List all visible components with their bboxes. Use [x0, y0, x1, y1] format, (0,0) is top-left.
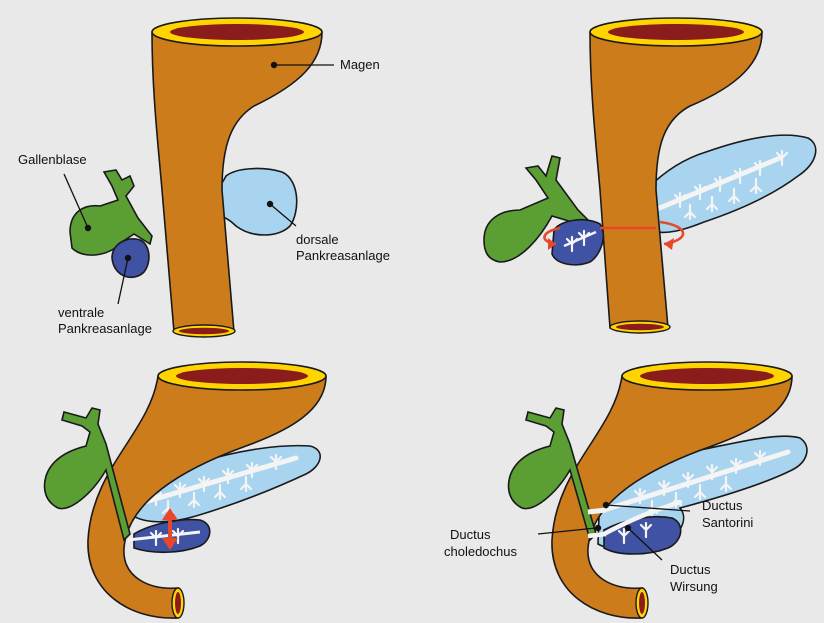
- duodenum-lumen: [175, 592, 181, 614]
- pointer-dot-santorini: [603, 502, 609, 508]
- label-ventrale-1: ventrale: [58, 305, 104, 320]
- santorini-opening: [588, 510, 606, 512]
- label-ventrale-2: Pankreasanlage: [58, 321, 152, 336]
- label-santorini-1: Ductus: [702, 498, 743, 513]
- duodenum-lumen: [179, 328, 229, 334]
- label-dorsale-1: dorsale: [296, 232, 339, 247]
- label-choledochus-2: choledochus: [444, 544, 517, 559]
- stomach-lumen: [170, 24, 304, 40]
- label-gallenblase: Gallenblase: [18, 152, 87, 167]
- panel-1: [70, 18, 322, 337]
- label-santorini-2: Santorini: [702, 515, 753, 530]
- pointer-dot-dorsale: [267, 201, 273, 207]
- stomach-lumen: [608, 24, 744, 40]
- stomach-lumen: [176, 368, 308, 384]
- panel-3: [45, 362, 327, 618]
- pointer-dot-gallenblase: [85, 225, 91, 231]
- label-wirsung-2: Wirsung: [670, 579, 718, 594]
- label-magen: Magen: [340, 57, 380, 72]
- pointer-dot-ventrale: [125, 255, 131, 261]
- label-choledochus-1: Ductus: [450, 527, 491, 542]
- label-dorsale-2: Pankreasanlage: [296, 248, 390, 263]
- wirsung-opening: [588, 534, 606, 536]
- stomach-lumen: [640, 368, 774, 384]
- panel-4: [509, 362, 807, 618]
- ventral-pancreas-bud: [552, 220, 603, 265]
- panel-2: [484, 18, 816, 333]
- pointer-dot-wirsung: [625, 525, 631, 531]
- dorsal-pancreas: [648, 135, 816, 232]
- label-wirsung-1: Ductus: [670, 562, 711, 577]
- duodenum-lumen: [616, 324, 664, 330]
- duodenum-lumen: [639, 592, 645, 614]
- pointer-dot-choledochus: [595, 525, 601, 531]
- pointer-dot-magen: [271, 62, 277, 68]
